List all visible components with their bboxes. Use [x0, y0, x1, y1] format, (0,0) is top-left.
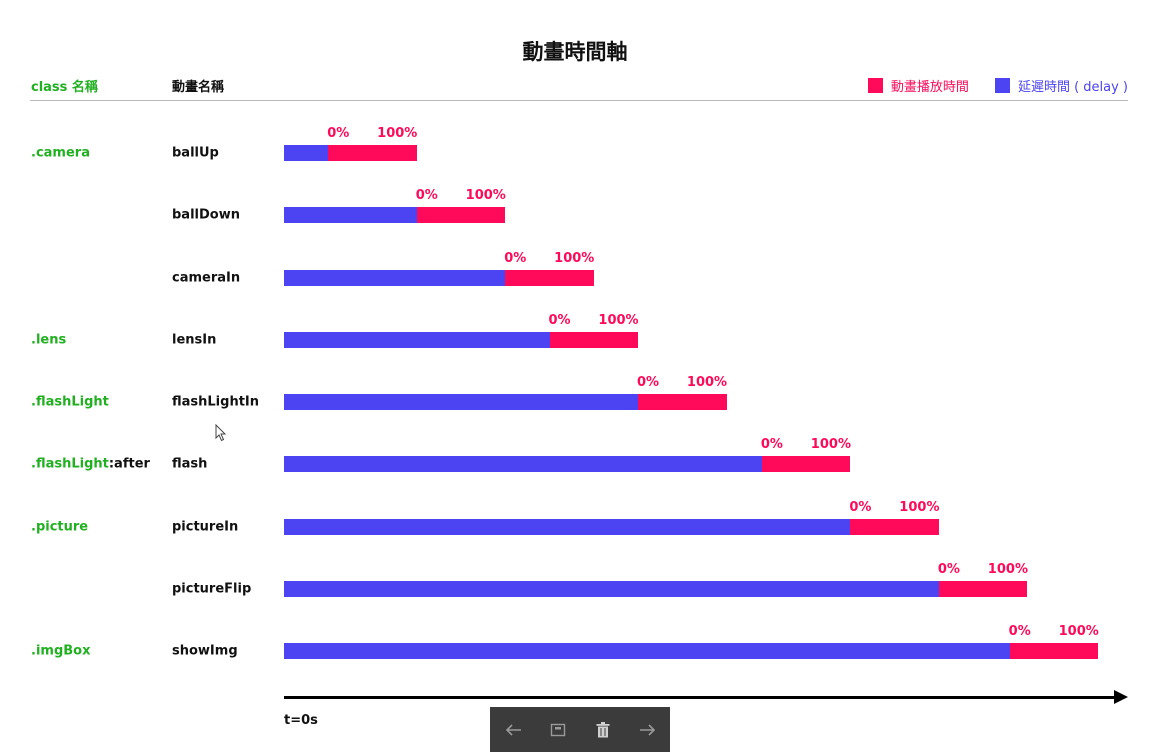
- save-icon[interactable]: [543, 715, 573, 745]
- animation-name-label: lensIn: [172, 332, 217, 348]
- start-percent-label: 0%: [548, 312, 571, 328]
- arrow-right-icon[interactable]: [633, 715, 663, 745]
- delay-bar: [284, 207, 417, 224]
- slide-toolbar: [490, 707, 670, 752]
- start-percent-label: 0%: [1008, 624, 1031, 639]
- class-column-header: class 名稱: [31, 80, 98, 95]
- animation-name-label: showImg: [172, 643, 238, 659]
- time-axis: [284, 696, 1116, 699]
- mouse-cursor-icon: [215, 424, 227, 442]
- start-percent-label: 0%: [636, 375, 660, 390]
- header-divider: [30, 100, 1128, 101]
- end-percent-label: 100%: [1058, 624, 1099, 639]
- legend-play-label: 動畫播放時間: [890, 80, 969, 95]
- start-percent-label: 0%: [415, 188, 438, 204]
- start-percent-label: 0%: [327, 126, 350, 141]
- end-percent-label: 100%: [554, 250, 595, 266]
- end-percent-label: 100%: [810, 437, 851, 453]
- delay-bar: [284, 643, 1010, 659]
- class-name-label: .camera: [31, 145, 90, 161]
- play-bar: [850, 518, 939, 535]
- play-bar: [1009, 643, 1099, 659]
- start-percent-label: 0%: [849, 499, 872, 515]
- end-percent-label: 100%: [465, 188, 506, 204]
- delay-bar: [284, 518, 851, 535]
- end-percent-label: 100%: [598, 312, 639, 328]
- legend: 動畫播放時間 延遲時間 ( delay ): [867, 76, 1128, 95]
- start-percent-label: 0%: [937, 561, 960, 577]
- animation-name-label: pictureFlip: [172, 581, 252, 597]
- delay-bar: [284, 456, 762, 473]
- play-bar: [549, 331, 638, 348]
- delay-bar: [284, 269, 506, 286]
- play-bar: [938, 580, 1028, 597]
- end-percent-label: 100%: [899, 499, 940, 515]
- arrow-left-icon[interactable]: [498, 715, 528, 745]
- delay-bar: [284, 331, 550, 348]
- delay-bar: [284, 145, 329, 161]
- legend-delay-label: 延遲時間 ( delay ): [1017, 80, 1128, 95]
- legend-delay-swatch: [994, 78, 1010, 93]
- end-percent-label: 100%: [987, 561, 1028, 577]
- end-percent-label: 100%: [686, 375, 728, 390]
- animation-name-label: cameraIn: [172, 270, 241, 285]
- play-bar: [416, 207, 506, 224]
- animation-name-label: flashLightIn: [172, 394, 260, 410]
- play-bar: [328, 145, 417, 161]
- play-bar: [761, 456, 851, 473]
- animation-name-label: ballUp: [172, 145, 219, 161]
- class-name-label: .lens: [31, 332, 67, 348]
- start-percent-label: 0%: [504, 250, 527, 266]
- axis-start-label: t=0s: [284, 713, 318, 728]
- class-name-label: .flashLight:after: [31, 456, 150, 472]
- animation-name-label: pictureIn: [172, 519, 239, 534]
- time-axis-arrowhead: [1114, 690, 1128, 704]
- class-name-label: .flashLight: [31, 394, 109, 410]
- animation-name-label: flash: [172, 456, 208, 472]
- animation-column-header: 動畫名稱: [172, 80, 225, 95]
- start-percent-label: 0%: [760, 437, 783, 453]
- trash-icon[interactable]: [588, 715, 618, 745]
- class-name-label: .imgBox: [31, 643, 91, 659]
- chart-title: 動畫時間軸: [522, 40, 628, 64]
- end-percent-label: 100%: [377, 126, 418, 141]
- play-bar: [505, 269, 594, 286]
- play-bar: [638, 394, 727, 410]
- delay-bar: [284, 580, 939, 597]
- delay-bar: [284, 394, 638, 410]
- legend-play-swatch: [867, 78, 883, 93]
- animation-name-label: ballDown: [172, 207, 240, 223]
- class-name-label: .picture: [31, 519, 89, 534]
